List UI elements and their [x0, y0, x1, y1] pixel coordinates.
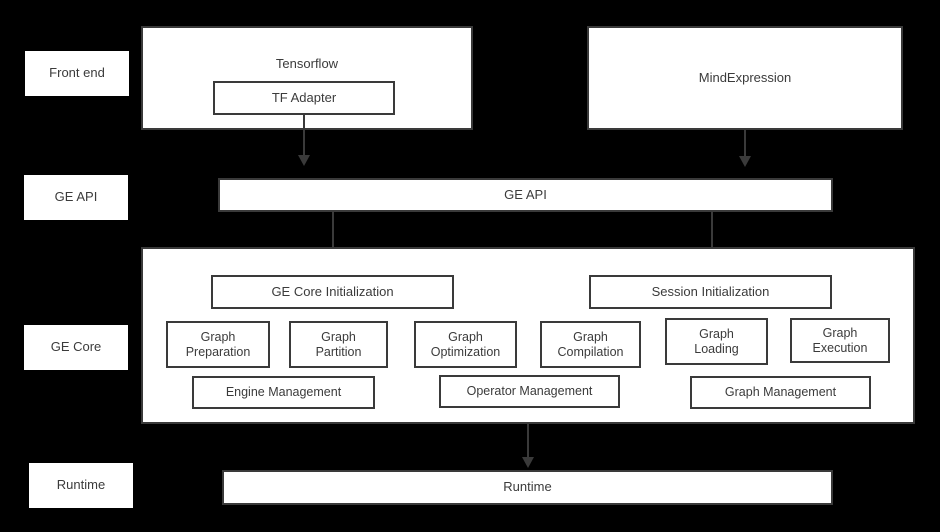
management-box-graph[interactable]: Graph Management — [690, 376, 871, 409]
stage-graph-execution-line1: Graph — [822, 326, 858, 341]
stage-graph-optimization-line2: Optimization — [430, 344, 501, 359]
stage-graph-execution-line2: Execution — [812, 340, 868, 355]
stage-graph-preparation-line2: Preparation — [185, 344, 251, 359]
tensorflow-title: Tensorflow — [275, 56, 339, 72]
session-initialization-box[interactable]: Session Initialization — [589, 275, 832, 309]
connector-tf-adapter-to-ge-api — [303, 114, 305, 157]
management-box-operator[interactable]: Operator Management — [439, 375, 620, 408]
layer-label-ge-api-text: GE API — [54, 189, 98, 205]
stage-graph-compilation-line1: Graph — [573, 330, 608, 345]
mindexpression-label: MindExpression — [698, 69, 792, 85]
ge-core-initialization-box[interactable]: GE Core Initialization — [211, 275, 454, 309]
connector-ge-api-to-session-init — [711, 212, 713, 264]
stage-box-graph-optimization[interactable]: Graph Optimization — [414, 321, 517, 368]
connector-ge-api-to-ge-core-init — [332, 212, 334, 264]
management-engine-label: Engine Management — [225, 385, 342, 400]
session-initialization-label: Session Initialization — [651, 283, 770, 299]
ge-api-box-label: GE API — [504, 186, 547, 202]
arrowhead-ge-core-to-runtime — [522, 457, 534, 468]
management-box-engine[interactable]: Engine Management — [192, 376, 375, 409]
management-graph-label: Graph Management — [724, 385, 837, 400]
stage-graph-partition-line2: Partition — [315, 344, 362, 359]
layer-label-runtime: Runtime — [29, 463, 133, 508]
stage-graph-loading-line2: Loading — [694, 341, 739, 356]
layer-label-ge-core-text: GE Core — [50, 339, 102, 355]
ge-core-initialization-label: GE Core Initialization — [271, 283, 394, 299]
stage-box-graph-execution[interactable]: Graph Execution — [790, 318, 890, 363]
stage-graph-compilation-line2: Compilation — [557, 344, 624, 359]
stage-graph-preparation-line1: Graph — [200, 330, 236, 345]
stage-box-graph-compilation[interactable]: Graph Compilation — [540, 321, 641, 368]
tf-adapter-box[interactable]: TF Adapter — [213, 81, 395, 115]
arrowhead-tf-adapter-to-ge-api — [298, 155, 310, 166]
runtime-box[interactable]: Runtime — [222, 470, 833, 505]
stage-graph-optimization-line1: Graph — [448, 330, 483, 345]
layer-label-ge-api: GE API — [24, 175, 128, 220]
tf-adapter-label: TF Adapter — [271, 89, 337, 105]
runtime-box-label: Runtime — [503, 479, 552, 495]
stage-box-graph-partition[interactable]: Graph Partition — [289, 321, 388, 368]
stage-box-graph-preparation[interactable]: Graph Preparation — [166, 321, 270, 368]
stage-graph-loading-line1: Graph — [699, 327, 734, 342]
stage-graph-partition-line1: Graph — [321, 330, 356, 345]
connector-mindexpression-to-ge-api — [744, 130, 746, 158]
stage-box-graph-loading[interactable]: Graph Loading — [665, 318, 768, 365]
layer-label-front-end: Front end — [25, 51, 129, 96]
layer-label-runtime-text: Runtime — [56, 477, 106, 493]
layer-label-ge-core: GE Core — [24, 325, 128, 370]
ge-api-box[interactable]: GE API — [218, 178, 833, 212]
management-operator-label: Operator Management — [466, 384, 593, 399]
arrowhead-mindexpression-to-ge-api — [739, 156, 751, 167]
layer-label-front-end-text: Front end — [49, 65, 105, 81]
mindexpression-box[interactable]: MindExpression — [587, 26, 903, 130]
connector-ge-core-to-runtime — [527, 424, 529, 459]
